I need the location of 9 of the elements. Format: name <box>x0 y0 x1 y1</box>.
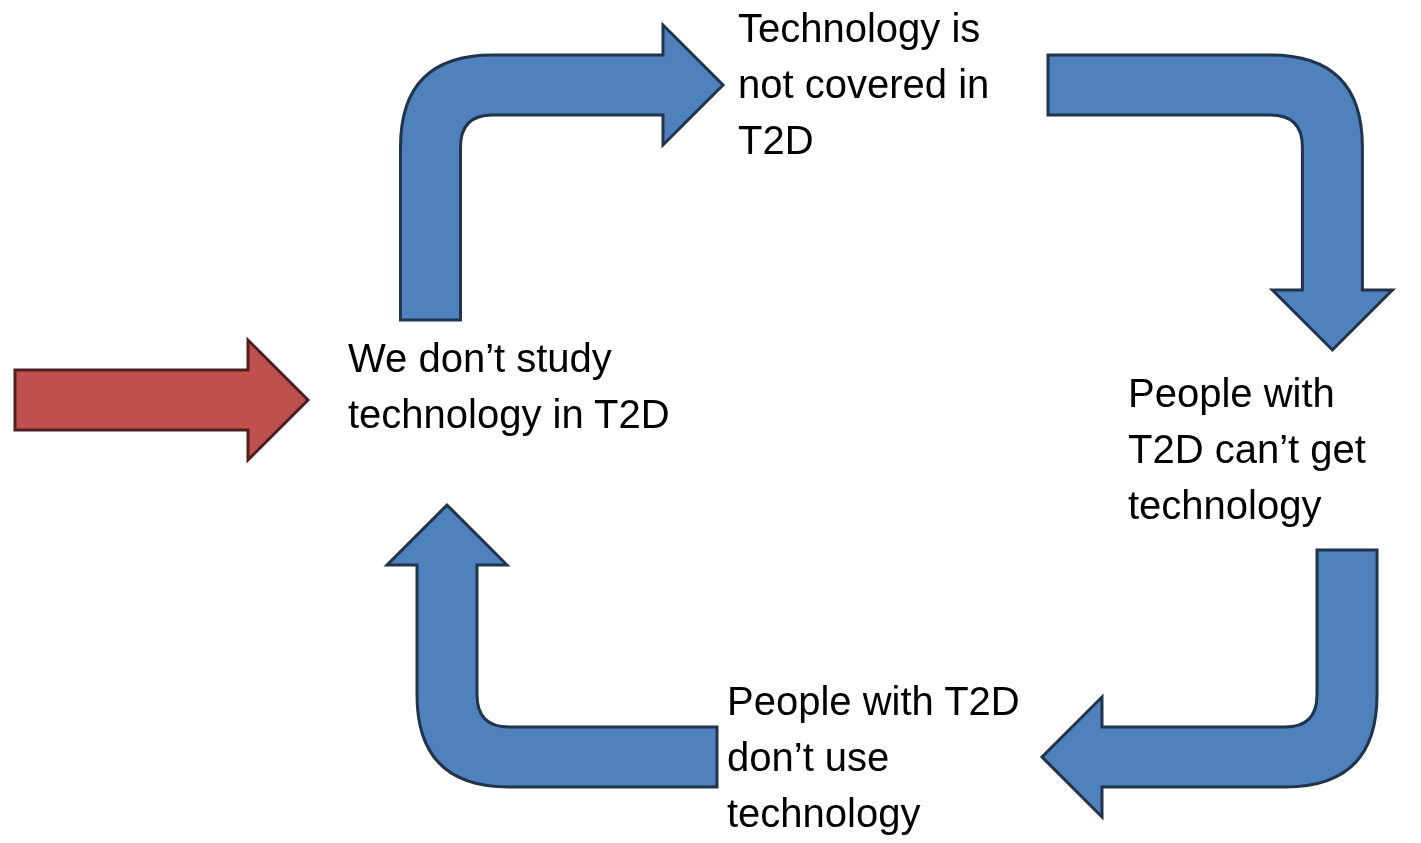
block-arrow <box>13 336 311 464</box>
step-text: People with T2D don’t use technology <box>727 678 1021 837</box>
block-arrow <box>1046 53 1394 352</box>
step-text: We don’t study technology in T2D <box>348 335 671 438</box>
step-text: People with T2D can’t get technology <box>1128 370 1367 529</box>
step-text: Technology is not covered in T2D <box>738 5 991 164</box>
block-arrow <box>385 503 719 789</box>
block-arrow <box>399 23 725 322</box>
block-arrow <box>1040 548 1379 819</box>
